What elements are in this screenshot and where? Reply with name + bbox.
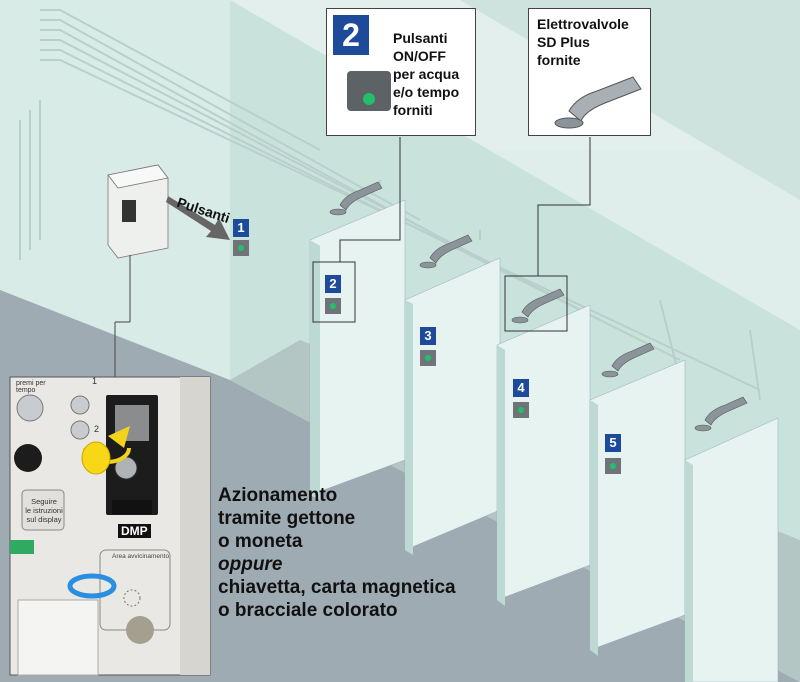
shower-badge-3: 3 <box>420 327 436 345</box>
arrow-to-button <box>166 196 230 240</box>
caption-line: Azionamento <box>218 485 338 506</box>
zoomed-panel <box>9 376 211 676</box>
callout-connectors <box>339 137 591 276</box>
shower-badge-2: 2 <box>325 275 341 293</box>
panel-area-label: Area avvicinamento <box>112 553 170 560</box>
caption-line: o moneta <box>218 531 303 552</box>
green-button-icon <box>363 93 375 105</box>
callout-line: ON/OFF <box>393 48 446 64</box>
caption-line: tramite gettone <box>218 508 356 529</box>
callout-line: fornite <box>537 52 581 68</box>
shower-badge-5: 5 <box>605 434 621 452</box>
callout-line: Elettrovalvole <box>537 16 629 32</box>
panel-text: le istruzioni <box>25 506 63 515</box>
panel-number-2: 2 <box>94 424 100 434</box>
callout-number-badge: 2 <box>333 15 369 55</box>
panel-text: sul display <box>26 515 62 524</box>
callout-pulsanti: 2 Pulsanti ON/OFF per acqua e/o tempo fo… <box>326 8 476 136</box>
callout-line: Pulsanti <box>393 30 448 46</box>
callout-valves: Elettrovalvole SD Plus fornite <box>528 8 651 136</box>
actuation-caption: Azionamento tramite gettone o moneta opp… <box>218 484 456 622</box>
panel-number-1: 1 <box>92 376 98 386</box>
panel-side-text: Seguire le istruzioni sul display <box>24 497 64 524</box>
caption-line-italic: oppure <box>218 554 283 575</box>
highlight-box-button <box>312 261 356 323</box>
shower-badge-1: 1 <box>233 219 249 237</box>
caption-line: o bracciale colorato <box>218 600 398 621</box>
caption-line: chiavetta, carta magnetica <box>218 577 456 598</box>
callout-line: e/o tempo <box>393 84 460 100</box>
panel-brand: DMP <box>118 524 151 538</box>
control-box <box>107 164 169 380</box>
highlight-box-valve <box>504 275 568 332</box>
shower-badge-4: 4 <box>513 379 529 397</box>
push-buttons <box>233 240 621 474</box>
callout-valves-text: Elettrovalvole SD Plus fornite <box>537 15 629 69</box>
button-box-icon <box>347 71 391 111</box>
partitions <box>309 199 779 682</box>
valve-icon <box>554 76 642 129</box>
callout-line: forniti <box>393 102 433 118</box>
pipes <box>19 9 761 401</box>
panel-text: tempo <box>16 387 36 394</box>
panel-text: Seguire <box>31 497 57 506</box>
panel-text: premi per <box>16 380 46 387</box>
panel-top-text: premi per tempo <box>16 380 46 394</box>
callout-line: SD Plus <box>537 34 590 50</box>
callout-line: per acqua <box>393 66 460 82</box>
shower-heads <box>329 181 748 432</box>
callout-pulsanti-text: Pulsanti ON/OFF per acqua e/o tempo forn… <box>393 29 459 119</box>
